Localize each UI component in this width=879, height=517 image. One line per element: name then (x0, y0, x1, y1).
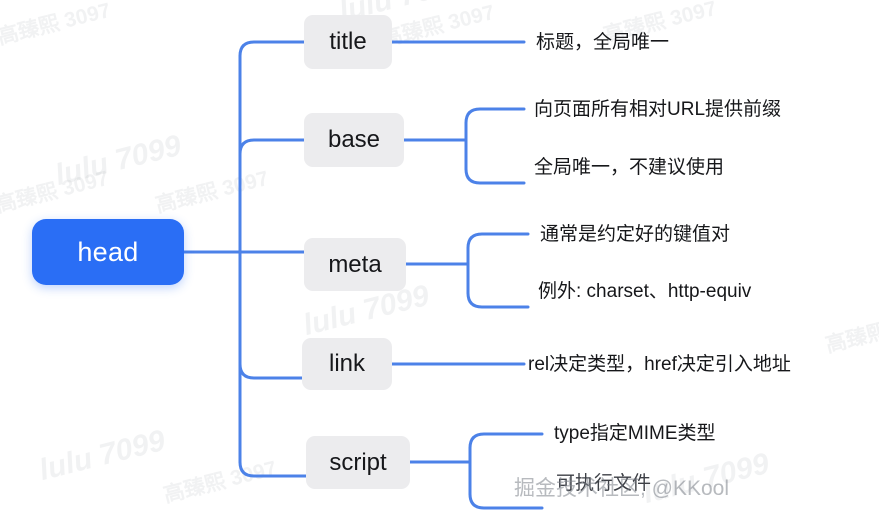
node-branch-label: base (327, 126, 381, 153)
leaf-link-1[interactable]: rel决定类型，href决定引入地址 (528, 354, 791, 375)
leaf-meta-1[interactable]: 通常是约定好的键值对 (540, 224, 731, 245)
node-branch-base[interactable]: base (304, 113, 404, 167)
node-branch-label: link (328, 350, 365, 377)
node-branch-label: meta (328, 250, 382, 278)
node-root-label: head (77, 236, 139, 267)
node-root-head[interactable]: head (32, 219, 184, 285)
node-branch-meta[interactable]: meta (304, 238, 406, 291)
leaf-script-2[interactable]: 可执行文件 (556, 473, 652, 494)
leaf-meta-2[interactable]: 例外: charset、http-equiv (538, 281, 752, 302)
node-branch-label: script (329, 448, 387, 476)
leaf-title-1[interactable]: 标题，全局唯一 (536, 32, 670, 53)
node-branch-link[interactable]: link (302, 338, 392, 390)
leaf-base-1[interactable]: 向页面所有相对URL提供前缀 (534, 99, 782, 120)
leaf-script-1[interactable]: type指定MIME类型 (554, 423, 716, 444)
node-branch-title[interactable]: title (304, 15, 392, 69)
node-branch-label: title (329, 28, 367, 55)
node-branch-script[interactable]: script (306, 436, 410, 489)
leaf-base-2[interactable]: 全局唯一，不建议使用 (534, 157, 725, 178)
